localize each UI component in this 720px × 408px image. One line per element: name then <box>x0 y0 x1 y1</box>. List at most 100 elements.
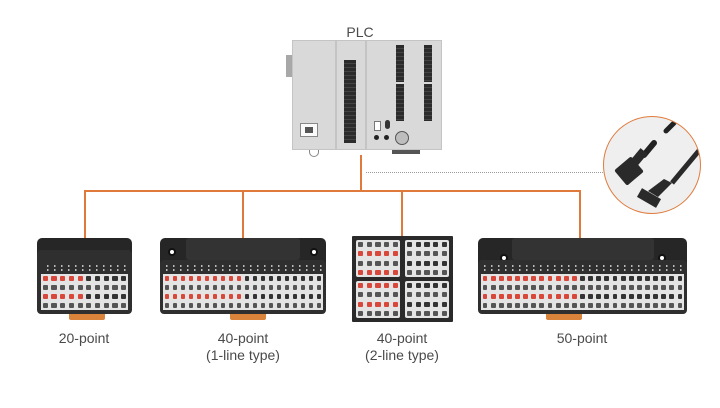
terminal-cell <box>661 294 667 299</box>
terminal-cell <box>357 283 364 289</box>
terminal-cell <box>172 294 178 299</box>
terminal-cell <box>531 303 537 308</box>
terminal-cell <box>86 303 92 308</box>
module-tab <box>230 314 266 320</box>
terminal-cell <box>204 285 210 290</box>
terminal-cell <box>172 303 178 308</box>
terminal-cell <box>392 260 399 266</box>
terminal-cell <box>244 276 250 281</box>
terminal-cell <box>268 276 274 281</box>
terminal-cell <box>506 294 512 299</box>
terminal-cell <box>42 285 48 290</box>
terminal-cell <box>563 285 569 290</box>
terminal-module-20-point <box>37 238 132 320</box>
terminal-cell <box>308 294 314 299</box>
terminal-cell <box>392 269 399 275</box>
terminal-cell <box>392 251 399 257</box>
terminal-cell <box>112 276 118 281</box>
terminal-cell <box>236 303 242 308</box>
terminal-cell <box>260 285 266 290</box>
terminal-cell <box>515 285 520 290</box>
terminal-cell <box>60 285 66 290</box>
terminal-cell <box>433 251 439 257</box>
terminal-cell <box>612 285 618 290</box>
terminal-cell <box>276 276 282 281</box>
terminal-cell <box>112 303 118 308</box>
terminal-cell <box>366 283 372 289</box>
terminal-cell <box>94 303 101 308</box>
din-rail-clip <box>392 150 420 154</box>
terminal-cell <box>490 285 496 290</box>
terminal-cell <box>384 292 390 298</box>
terminal-cell <box>196 303 202 308</box>
terminal-cell <box>172 276 178 281</box>
terminal-cell <box>563 294 569 299</box>
terminal-cell <box>103 285 109 290</box>
terminal-cell <box>228 276 234 281</box>
terminal-cell <box>260 303 266 308</box>
terminal-cell <box>498 303 504 308</box>
terminal-cell <box>441 301 448 307</box>
terminal-grid <box>481 274 684 310</box>
terminal-cell <box>433 292 439 298</box>
terminal-cell <box>375 292 381 298</box>
terminal-cell <box>406 269 413 275</box>
terminal-cell <box>51 303 57 308</box>
terminal-cell <box>636 276 642 281</box>
terminal-cell <box>77 303 83 308</box>
terminal-cell <box>620 294 626 299</box>
terminal-cell <box>300 294 306 299</box>
terminal-cell <box>441 260 448 266</box>
terminal-cell <box>415 292 421 298</box>
terminal-cell <box>653 285 658 290</box>
terminal-cell <box>677 285 683 290</box>
terminal-cell <box>77 276 83 281</box>
terminal-cell <box>604 303 610 308</box>
terminal-cell <box>268 285 274 290</box>
plc-trunk-wire <box>360 155 362 191</box>
terminal-cell <box>204 276 210 281</box>
terminal-cell <box>392 310 399 316</box>
terminal-cell <box>669 303 675 308</box>
terminal-cell <box>555 285 561 290</box>
terminal-cell <box>68 285 75 290</box>
terminal-cell <box>636 285 642 290</box>
terminal-cell <box>268 294 274 299</box>
terminal-module-40-point-1-line <box>160 238 326 320</box>
bus-wire <box>84 190 581 192</box>
pin-row <box>47 265 127 267</box>
terminal-cell <box>523 294 529 299</box>
drop-wire-20-point <box>84 190 86 238</box>
terminal-cell <box>441 283 448 289</box>
cable-callout <box>603 116 701 214</box>
terminal-cell <box>515 294 520 299</box>
terminal-cell <box>580 285 585 290</box>
label-line1: 40-point <box>217 330 269 346</box>
module-label-50-point: 50-point <box>532 330 632 347</box>
terminal-cell <box>375 310 381 316</box>
terminal-cell <box>188 285 194 290</box>
terminal-cell <box>228 285 234 290</box>
terminal-cell <box>415 283 421 289</box>
module-top-recess <box>512 238 654 260</box>
terminal-cell <box>424 283 430 289</box>
label-line1: 40-point <box>376 330 428 346</box>
terminal-cell <box>375 251 381 257</box>
terminal-cell <box>563 303 569 308</box>
terminal-cell <box>677 294 683 299</box>
terminal-cell <box>94 276 101 281</box>
terminal-cell <box>366 242 372 248</box>
terminal-cell <box>260 276 266 281</box>
terminal-cell <box>308 276 314 281</box>
label-line2: (2-line type) <box>365 347 439 363</box>
terminal-cell <box>180 294 186 299</box>
terminal-cell <box>433 283 439 289</box>
terminal-cell <box>42 276 48 281</box>
terminal-cell <box>515 303 520 308</box>
terminal-cell <box>620 285 626 290</box>
terminal-cell <box>86 276 92 281</box>
plc-label: PLC <box>346 24 374 40</box>
terminal-cell <box>276 285 282 290</box>
terminal-cell <box>604 276 610 281</box>
terminal-cell <box>515 276 520 281</box>
